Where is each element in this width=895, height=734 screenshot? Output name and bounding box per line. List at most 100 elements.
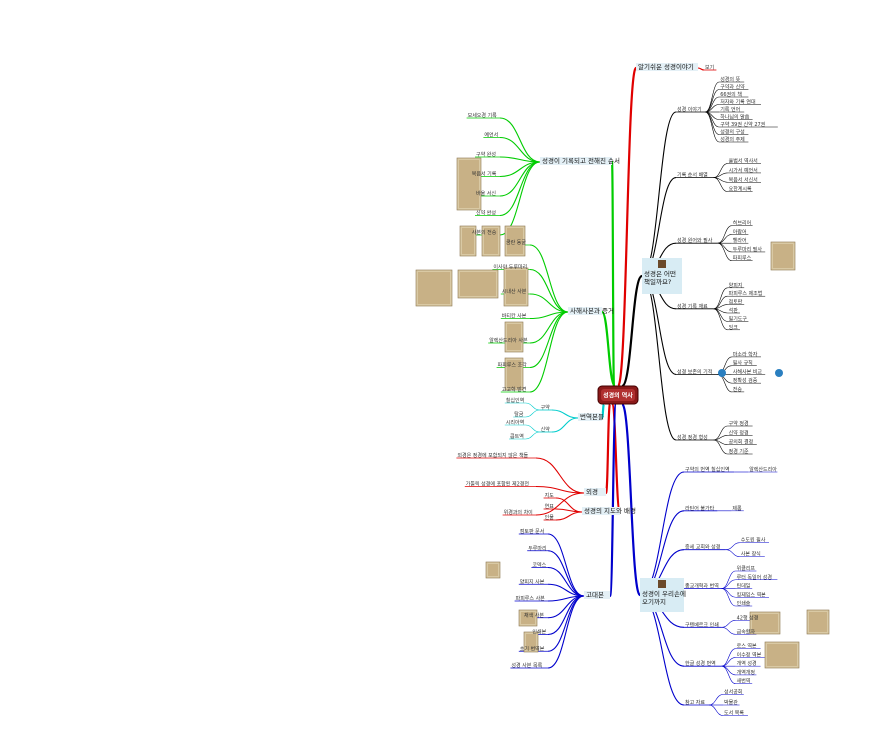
- subtopic-label[interactable]: 성경 사본 목록: [511, 662, 542, 669]
- subtopic-label[interactable]: 복음서 기록: [472, 171, 497, 178]
- leaf-label[interactable]: 요한계시록: [729, 186, 752, 193]
- subtopic-label[interactable]: 초기 번역본: [520, 645, 545, 652]
- leaf-label[interactable]: 두루마리 필사: [733, 246, 763, 253]
- leaf-label[interactable]: 금속활자: [737, 628, 756, 635]
- subtopic-label[interactable]: 성경 원어와 필사: [677, 237, 713, 244]
- subtopic-label[interactable]: 구텐베르크 인쇄: [685, 621, 719, 628]
- subtopic-label[interactable]: 점토판 문서: [520, 528, 545, 535]
- leaf-label[interactable]: 인쇄술: [737, 600, 751, 607]
- leaf-label[interactable]: 66권의 책: [720, 91, 742, 98]
- subtopic-label[interactable]: 라틴어 불가타: [685, 505, 715, 512]
- leaf-label[interactable]: 양피지: [729, 282, 743, 289]
- subtopic-label[interactable]: 참고 자료: [685, 699, 705, 706]
- topic-evidence[interactable]: 사해사본과 증거: [568, 306, 614, 315]
- leaf-label[interactable]: 로스 역본: [737, 643, 757, 650]
- leaf-label[interactable]: 필사 규칙: [733, 360, 753, 367]
- subtopic-label[interactable]: 한글 성경 번역: [685, 660, 716, 667]
- subtopic-label[interactable]: 모세오경 기록: [468, 112, 498, 119]
- subtopic-label[interactable]: 두루마리: [528, 545, 546, 552]
- subtopic-label[interactable]: 성경 기록 재료: [677, 303, 708, 310]
- leaf-label[interactable]: 저자와 기록 연대: [720, 99, 756, 106]
- subtopic-label[interactable]: 구약 완성: [476, 151, 496, 158]
- leaf-label[interactable]: 필기도구: [729, 315, 748, 322]
- leaf-label[interactable]: 정경 기준: [729, 448, 749, 455]
- leaf-label[interactable]: 성경의 뜻: [720, 76, 740, 83]
- subtopic-label[interactable]: 고고학 발견: [502, 386, 527, 393]
- leaf-label[interactable]: 수도원 필사: [741, 537, 766, 544]
- leaf-label[interactable]: 잉크: [729, 324, 739, 331]
- topic-translations[interactable]: 번역본들: [578, 412, 604, 421]
- subtopic-label[interactable]: 구약: [541, 404, 551, 411]
- subtopic-label[interactable]: 바티칸 사본: [502, 313, 527, 320]
- subtopic-label[interactable]: 코덱스: [532, 562, 546, 569]
- leaf-label[interactable]: 알렉산드리아: [749, 466, 777, 473]
- leaf-label[interactable]: 구약과 신약: [720, 84, 745, 91]
- leaf-label[interactable]: 42행 성경: [737, 614, 759, 621]
- leaf-label[interactable]: 이수정 역본: [737, 651, 762, 658]
- leaf-label[interactable]: 개역개정: [737, 669, 755, 676]
- subtopic-label[interactable]: 이사야 두루마리: [493, 264, 527, 271]
- leaf-label[interactable]: 콥트역: [510, 433, 524, 440]
- leaf-label[interactable]: 칠십인역: [506, 397, 524, 404]
- subtopic-label[interactable]: 가톨릭 성경에 포함된 제2경전: [466, 481, 530, 488]
- leaf-label[interactable]: 박물관: [724, 699, 738, 706]
- subtopic-label[interactable]: 예언서: [484, 132, 498, 139]
- subtopic-label[interactable]: 성경 이야기: [677, 106, 702, 113]
- subtopic-label[interactable]: 종교개혁과 번역: [685, 583, 719, 590]
- leaf-label[interactable]: 구약 39권 신약 27권: [720, 121, 765, 128]
- topic-apocrypha[interactable]: 외경: [584, 487, 606, 496]
- subtopic-label[interactable]: 지도: [545, 492, 555, 499]
- subtopic-label[interactable]: 사본의 전승: [472, 229, 497, 236]
- subtopic-label[interactable]: 알렉산드리아 사본: [489, 337, 528, 344]
- leaf-label[interactable]: 파피루스: [733, 255, 752, 262]
- leaf-label[interactable]: 복음서 서신서: [729, 176, 758, 183]
- subtopic-label[interactable]: 인물: [545, 514, 555, 521]
- topic-ancient[interactable]: 고대본: [584, 591, 610, 599]
- leaf-label[interactable]: 석판: [729, 307, 739, 314]
- subtopic-label[interactable]: 바울 서신: [476, 190, 496, 197]
- subtopic-label[interactable]: 외경은 정경에 포함되지 않은 책들: [457, 452, 528, 459]
- leaf-label[interactable]: 기록 언어: [720, 106, 740, 113]
- leaf-label[interactable]: 킹제임스 역본: [737, 591, 767, 598]
- leaf-label[interactable]: 루터 독일어 성경: [737, 574, 772, 581]
- leaf-label[interactable]: 개역 성경: [737, 660, 757, 667]
- leaf-label[interactable]: 위클리프: [737, 565, 756, 572]
- leaf-label[interactable]: 하나님의 말씀: [720, 114, 750, 121]
- leaf-label[interactable]: 성경의 구성: [720, 129, 745, 136]
- leaf-label[interactable]: 파피루스 제조법: [729, 290, 763, 297]
- subtopic-label[interactable]: 성경 보존의 기적: [677, 368, 712, 375]
- leaf-label[interactable]: 점토판: [729, 299, 743, 306]
- leaf-label[interactable]: 새번역: [737, 678, 751, 685]
- leaf-label[interactable]: 사해사본 비교: [733, 368, 763, 375]
- subtopic-label[interactable]: 보기: [705, 64, 714, 71]
- leaf-label[interactable]: 율법서 역사서: [729, 158, 758, 165]
- subtopic-label[interactable]: 신약 완성: [476, 210, 496, 217]
- topic-story[interactable]: 알기쉬운 성경이야기: [636, 62, 698, 71]
- leaf-label[interactable]: 정확성 검증: [733, 377, 758, 384]
- subtopic-label[interactable]: 위경과의 차이: [504, 509, 533, 516]
- subtopic-label[interactable]: 인쇄본: [532, 629, 546, 636]
- subtopic-label[interactable]: 구약의 번역 칠십인역: [685, 466, 730, 473]
- leaf-label[interactable]: 마소라 학자: [733, 351, 758, 358]
- topic-map[interactable]: 성경의 지도와 배경: [582, 506, 636, 515]
- subtopic-label[interactable]: 쿰란 동굴: [506, 239, 526, 246]
- topic-order[interactable]: 성경이 기록되고 전해진 순서: [540, 156, 620, 165]
- leaf-label[interactable]: 시가서 예언서: [729, 167, 758, 174]
- subtopic-label[interactable]: 기록 순서 배열: [677, 172, 708, 179]
- subtopic-label[interactable]: 성경 정경 형성: [677, 434, 708, 441]
- leaf-label[interactable]: 도서 목록: [724, 710, 744, 717]
- leaf-label[interactable]: 구약 정경: [729, 420, 749, 427]
- leaf-label[interactable]: 시리아역: [506, 419, 524, 426]
- subtopic-label[interactable]: 파피루스 사본: [516, 595, 546, 602]
- central-topic[interactable]: 성경의 역사: [597, 385, 639, 405]
- leaf-label[interactable]: 탈굼: [514, 411, 524, 418]
- leaf-label[interactable]: 성서공회: [724, 689, 742, 696]
- leaf-label[interactable]: 히브리어: [733, 220, 751, 227]
- subtopic-label[interactable]: 시내산 사본: [502, 288, 527, 295]
- leaf-label[interactable]: 신약 정경: [729, 429, 749, 436]
- leaf-label[interactable]: 틴데일: [737, 583, 751, 590]
- leaf-label[interactable]: 사본 장식: [741, 551, 761, 558]
- leaf-label[interactable]: 공의회 결정: [729, 439, 754, 446]
